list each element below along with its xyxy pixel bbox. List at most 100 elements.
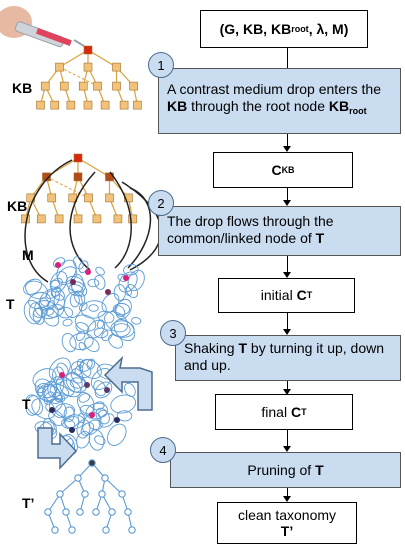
- step-1-text-a: A contrast medium drop enters the: [167, 81, 381, 97]
- ckb-box: CKB: [213, 152, 353, 188]
- kb-node: [84, 101, 92, 109]
- scribble-loop: [93, 434, 107, 446]
- label-t-prime: T’: [22, 495, 34, 511]
- label-kb-middle: KB: [7, 198, 27, 214]
- label-m: M: [22, 247, 34, 263]
- step-2-text: The drop flows through the common/linked…: [167, 213, 334, 246]
- kb-node: [106, 194, 114, 202]
- scribble-node: [70, 279, 76, 285]
- kb-node: [51, 101, 59, 109]
- tprime-node: [129, 527, 135, 533]
- kb-node: [41, 82, 49, 90]
- input-sub: root: [291, 24, 309, 34]
- ckb-sub: KB: [282, 165, 295, 175]
- final-ct-pre: final: [261, 404, 287, 420]
- taxonomy-scribble-middle: [21, 255, 148, 354]
- tprime-node: [69, 527, 75, 533]
- step-1-box: A contrast medium drop enters the KB thr…: [158, 68, 401, 134]
- initial-ct-sub: T: [307, 290, 313, 300]
- scribble-loop: [94, 328, 108, 339]
- scribble-node: [59, 372, 65, 378]
- kb-node: [85, 194, 93, 202]
- scribble-loop: [21, 276, 45, 298]
- tprime-node: [82, 491, 88, 497]
- step-2-box: The drop flows through the common/linked…: [158, 206, 401, 256]
- scribble-node: [69, 427, 75, 433]
- tprime-node: [109, 509, 115, 515]
- kb-node: [56, 63, 64, 71]
- tprime-node: [119, 491, 125, 497]
- step-1-bold-b: KB: [329, 98, 349, 114]
- ckb-main: C: [271, 162, 281, 178]
- kb-node: [79, 82, 87, 90]
- scribble-node: [104, 387, 110, 393]
- kb-node: [120, 101, 128, 109]
- scribble-loop: [74, 320, 91, 335]
- kb-node: [114, 215, 122, 223]
- tprime-node: [75, 475, 81, 481]
- kb-node: [22, 215, 30, 223]
- kb-node: [93, 215, 101, 223]
- kb-root-node: [74, 154, 82, 162]
- scribble-loop: [89, 304, 99, 311]
- input-prefix: (G, KB, KB: [220, 21, 292, 37]
- step-4-box: Pruning of T: [170, 452, 401, 488]
- tprime-node: [99, 491, 105, 497]
- tprime-node: [45, 509, 51, 515]
- step-3-box: Shaking T by turning it up, down and up.: [175, 335, 401, 381]
- scribble-node: [89, 412, 95, 418]
- scribble-node: [123, 275, 129, 281]
- step-2-bold: T: [316, 230, 325, 246]
- scribble-node: [49, 407, 55, 413]
- step-1-badge: 1: [148, 52, 174, 78]
- tprime-node: [103, 527, 109, 533]
- step-3-badge: 3: [160, 320, 186, 346]
- arrow-1: [287, 48, 288, 70]
- tprime-node: [57, 491, 63, 497]
- input-suffix: , λ, M): [309, 21, 349, 37]
- clean-taxonomy-box: clean taxonomy T’: [217, 502, 357, 544]
- kb-node: [48, 194, 56, 202]
- scribble-loop: [88, 279, 99, 287]
- scribble-loop: [124, 283, 139, 300]
- kb-node: [84, 63, 92, 71]
- step-3-text-a: Shaking: [184, 340, 238, 356]
- step-3-bold: T: [238, 340, 247, 356]
- tprime-node: [52, 527, 58, 533]
- tprime-node: [63, 509, 69, 515]
- initial-ct-pre: initial: [261, 287, 293, 303]
- kb-node: [74, 215, 82, 223]
- scribble-loop: [104, 421, 130, 449]
- step-1-sub: root: [349, 106, 367, 116]
- step-4-text: Pruning of: [247, 462, 311, 479]
- scribble-node: [85, 269, 91, 275]
- kb-node: [94, 82, 102, 90]
- step-1-bold-a: KB: [167, 98, 187, 114]
- scribble-loop: [93, 274, 106, 290]
- step-1-text-b: through the root node: [187, 98, 329, 114]
- step-4-bold: T: [315, 462, 324, 479]
- scribble-loop: [69, 332, 94, 351]
- step-2-badge: 2: [148, 190, 174, 216]
- kb-node: [55, 215, 63, 223]
- kb-node: [130, 82, 138, 90]
- initial-ct-main: C: [297, 287, 307, 303]
- kb-root-node: [84, 46, 92, 54]
- kb-node: [113, 82, 121, 90]
- tprime-node: [125, 509, 131, 515]
- tprime-node: [89, 460, 95, 466]
- scribble-loop: [67, 283, 85, 298]
- kb-tree-top: [37, 46, 142, 109]
- final-ct-main: C: [291, 404, 301, 420]
- scribble-loop: [114, 285, 125, 301]
- tprime-node: [93, 509, 99, 515]
- scribble-loop: [87, 429, 105, 452]
- kb-node: [113, 63, 121, 71]
- kb-node: [37, 101, 45, 109]
- final-ct-sub: T: [301, 407, 307, 417]
- tprime-node: [102, 475, 108, 481]
- step-4-badge: 4: [150, 437, 176, 463]
